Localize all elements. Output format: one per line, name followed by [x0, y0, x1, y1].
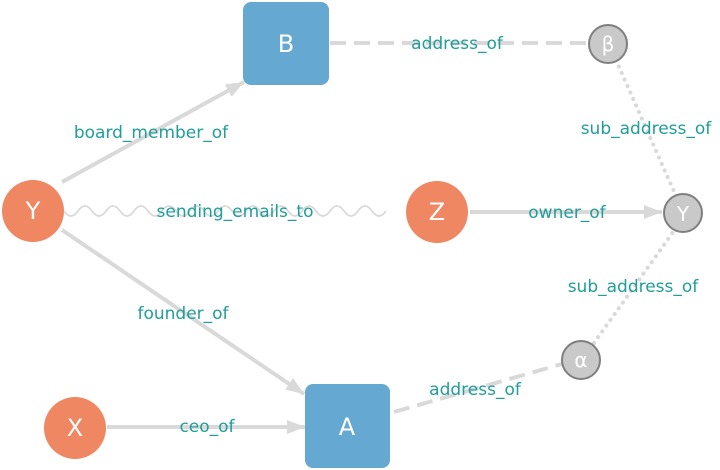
address-node-alpha: [561, 340, 601, 380]
edge-label-address-of-b: address_of: [411, 34, 504, 54]
person-node-x: [44, 397, 106, 459]
company-node-b-label: B: [278, 30, 294, 58]
edge-labels-layer: board_member_of sending_emails_to founde…: [74, 34, 712, 437]
edge-label-ceo-of: ceo_of: [179, 417, 235, 437]
edge-label-sending-emails-to: sending_emails_to: [157, 202, 314, 222]
person-node-z-label: Z: [429, 198, 445, 226]
edge-sending-emails-to: [63, 205, 387, 217]
person-node-y: [2, 180, 64, 242]
edge-sub-address-of-alpha: [592, 226, 678, 345]
edge-address-of-a: [393, 362, 563, 414]
address-node-alpha-label: α: [574, 348, 587, 372]
address-node-beta-label: β: [602, 32, 615, 56]
person-node-y-label: Y: [25, 197, 41, 225]
company-node-b: [243, 2, 329, 85]
edge-label-owner-of: owner_of: [528, 203, 606, 223]
person-node-x-label: X: [67, 414, 83, 442]
edge-label-sub-address-of-beta: sub_address_of: [581, 119, 713, 139]
nodes-layer: B A Y X Z β Y α: [2, 2, 703, 468]
address-node-beta: [588, 24, 628, 64]
edge-label-founder-of: founder_of: [137, 304, 229, 324]
edges-layer: [60, 41, 678, 434]
company-node-a-label: A: [339, 413, 356, 441]
edge-label-sub-address-of-alpha: sub_address_of: [568, 277, 700, 297]
address-node-y: [663, 193, 703, 233]
address-node-y-label: Y: [676, 202, 690, 226]
company-node-a: [305, 384, 390, 468]
edge-founder-of: [60, 228, 306, 396]
edge-label-address-of-a: address_of: [429, 380, 522, 400]
person-node-z: [406, 181, 468, 243]
edge-label-board-member-of: board_member_of: [74, 123, 229, 143]
edge-board-member-of: [61, 80, 245, 184]
